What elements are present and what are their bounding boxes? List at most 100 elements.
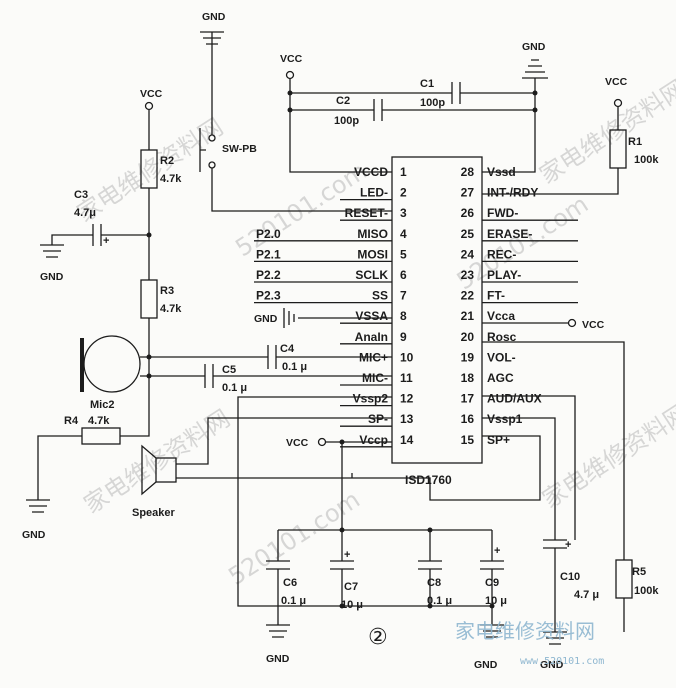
watermark-text: 520101.com [223, 485, 364, 590]
capacitor-c6: C6 0.1 μ [266, 530, 306, 625]
pin-label: AnaIn [355, 330, 388, 344]
r3-value: 4.7k [160, 303, 182, 315]
port-label: P2.1 [256, 247, 281, 261]
pin-number: 3 [400, 206, 407, 220]
c10-polarity: + [565, 539, 571, 551]
c1-name: C1 [420, 78, 434, 90]
vcc-label: VCC [140, 88, 163, 100]
c1-value: 100p [420, 97, 445, 109]
pin-number: 27 [461, 186, 475, 200]
corner-watermark: 家电维修资料网 www.520101.com [455, 619, 604, 667]
capacitor-c4: C4 0.1 μ [267, 343, 307, 373]
pin-label: AGC [487, 371, 514, 385]
gnd-label: GND [254, 313, 278, 325]
wire [278, 442, 492, 531]
port-label: P2.3 [256, 289, 281, 303]
pin-number: 24 [461, 247, 475, 261]
vcc-label: VCC [582, 319, 605, 331]
junction [489, 603, 495, 609]
port-label: P2.2 [256, 268, 281, 282]
pin-label: SS [372, 289, 388, 303]
c10-value: 4.7 μ [574, 589, 599, 601]
vcc-symbol: VCC [140, 88, 163, 111]
c5-value: 0.1 μ [222, 382, 247, 394]
pin-number: 2 [400, 186, 407, 200]
pin-label: MISO [357, 227, 388, 241]
figure-number: ② [368, 625, 388, 650]
watermark-text: 家电维修资料网 [537, 399, 676, 514]
c3-name: C3 [74, 189, 88, 201]
corner-watermark-url: www.520101.com [520, 656, 604, 667]
capacitor-c3: + C3 4.7μ [51, 189, 149, 247]
r1-value: 100k [634, 154, 659, 166]
pin-number: 25 [461, 227, 475, 241]
pin-label: MOSI [357, 247, 388, 261]
c3-polarity: + [103, 235, 109, 247]
junction [146, 373, 152, 379]
r2-value: 4.7k [160, 173, 182, 185]
ground-symbol: GND [200, 11, 226, 125]
gnd-label: GND [22, 529, 46, 541]
pin-label: VSSA [355, 309, 388, 323]
pin-number: 14 [400, 433, 414, 447]
pin-label: VOL- [487, 350, 516, 364]
c7-polarity: + [344, 549, 350, 561]
vcc-label: VCC [280, 53, 303, 65]
pin-number: 6 [400, 268, 407, 282]
pin-label: PLAY- [487, 268, 521, 282]
capacitor-c9: + C9 10 μ [480, 530, 507, 625]
corner-watermark-text: 家电维修资料网 [455, 619, 595, 643]
vcc-label: VCC [286, 437, 309, 449]
pin-number: 12 [400, 392, 414, 406]
capacitor-c1: C1 100p [420, 78, 461, 109]
pin-label: REC- [487, 247, 516, 261]
pin-label: Vcca [487, 309, 515, 323]
ground-symbol: GND [266, 624, 290, 665]
pin-number: 23 [461, 268, 475, 282]
wire [482, 395, 576, 540]
pin-label: ERASE- [487, 227, 532, 241]
pin-number: 9 [400, 330, 407, 344]
pin-number: 10 [400, 350, 414, 364]
gnd-label: GND [540, 659, 564, 671]
pin-label: Vssp1 [487, 412, 523, 426]
capacitor-c8: C8 0.1 μ [418, 530, 452, 607]
vcc-symbol: VCC [280, 53, 303, 80]
pin-number: 21 [461, 309, 475, 323]
pin-number: 13 [400, 412, 414, 426]
pin-number: 28 [461, 165, 475, 179]
capacitor-c7: + C7 10 μ [330, 530, 363, 611]
r4-name: R4 [64, 415, 79, 427]
pin-number: 8 [400, 309, 407, 323]
pin-label: SP- [368, 412, 388, 426]
chip-name: ISD1760 [405, 473, 452, 487]
c9-name: C9 [485, 577, 499, 589]
pin-number: 20 [461, 330, 475, 344]
pin-label: FWD- [487, 206, 518, 220]
pin-number: 17 [461, 392, 475, 406]
vcc-symbol: VCC [286, 437, 327, 449]
c5-name: C5 [222, 364, 236, 376]
pin-number: 26 [461, 206, 475, 220]
capacitor-c5: C5 0.1 μ [204, 364, 247, 394]
pin-label: INT-/RDY [487, 186, 538, 200]
isd1760-chip [391, 156, 483, 464]
pin-label: SP+ [487, 433, 510, 447]
pin-number: 18 [461, 371, 475, 385]
pin-number: 5 [400, 247, 407, 261]
junction [287, 90, 293, 96]
pin-number: 16 [461, 412, 475, 426]
r4-value: 4.7k [88, 415, 110, 427]
capacitor-c10: + C10 4.7 μ [482, 417, 599, 632]
pin-label: AUD/AUX [487, 392, 542, 406]
microphone-mic2: Mic2 [80, 335, 141, 411]
vcc-terminal [285, 70, 295, 80]
c2-name: C2 [336, 95, 350, 107]
c4-value: 0.1 μ [282, 361, 307, 373]
switch-name: SW-PB [222, 143, 257, 155]
port-label: P2.0 [256, 227, 281, 241]
r1-name: R1 [628, 136, 642, 148]
pin-label: Vssp2 [353, 392, 389, 406]
c6-name: C6 [283, 577, 297, 589]
